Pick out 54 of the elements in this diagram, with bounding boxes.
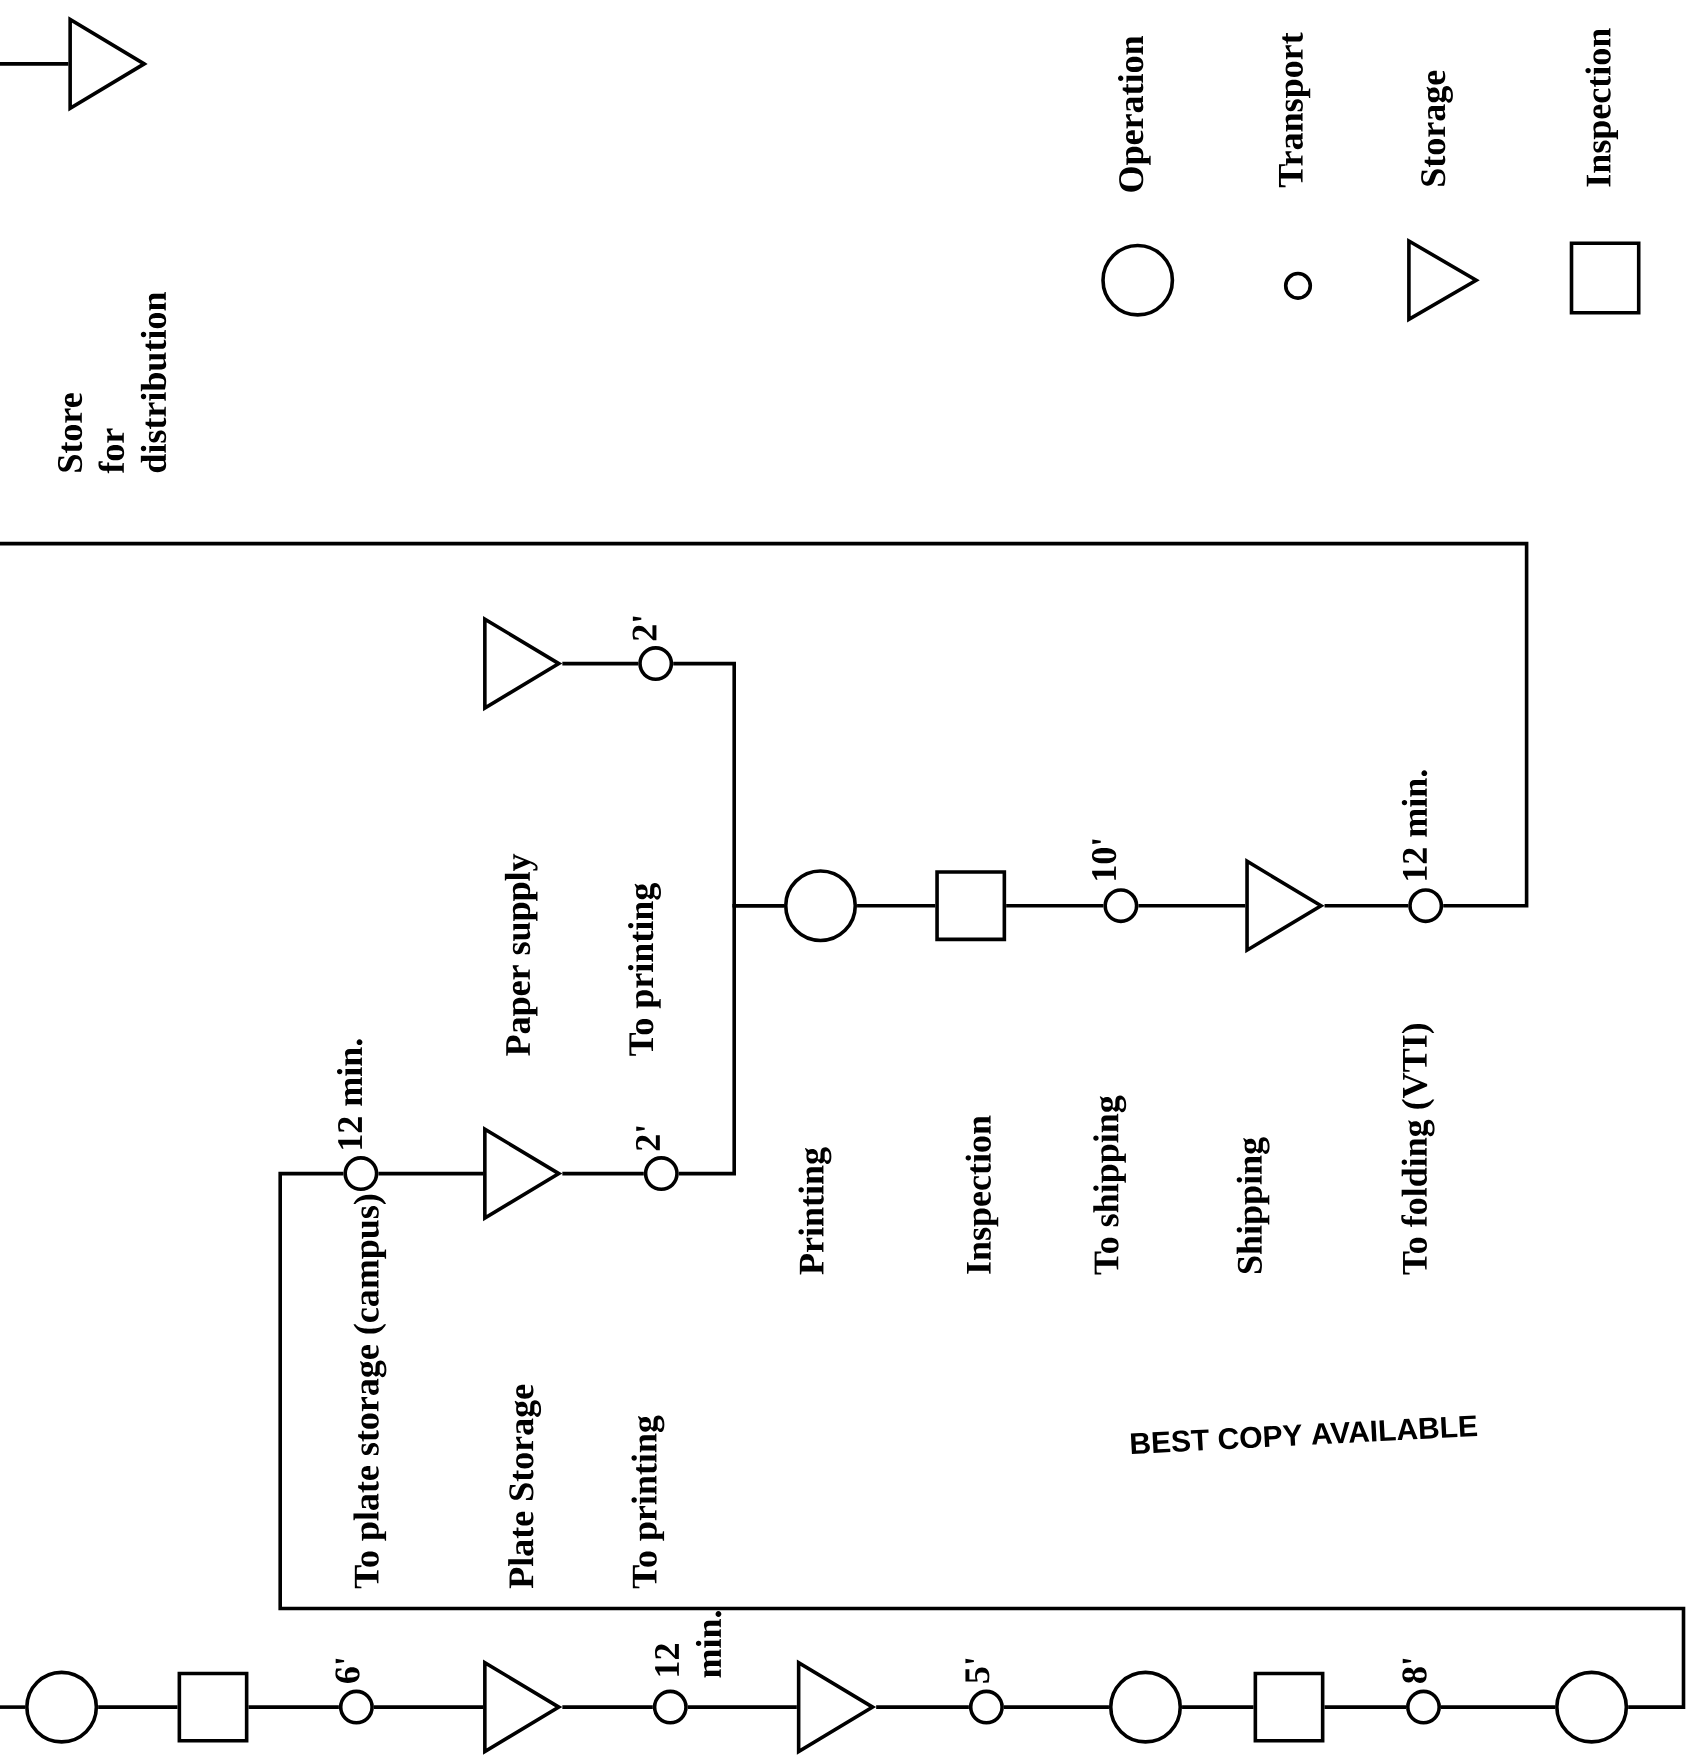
step-label: To printing (631, 1415, 665, 1589)
connector-line (857, 903, 936, 908)
connector-line (1182, 1705, 1254, 1709)
time-label: 2' (636, 1126, 660, 1151)
square-symbol (1253, 1671, 1325, 1743)
step-label: Paper supply (504, 853, 538, 1056)
step-label: Plate Storage (508, 1384, 542, 1589)
connector-line (0, 1705, 26, 1709)
time-label: 10' (1091, 839, 1117, 880)
connector-line (1441, 1705, 1556, 1709)
step-label: To shipping (1093, 1095, 1127, 1275)
legend-label: Transport (1279, 32, 1311, 188)
time-label: 2' (632, 616, 657, 641)
time-label: 12 min. (655, 1611, 722, 1678)
connector-line (687, 1705, 797, 1709)
step-label: To folding (VTI) (1401, 1023, 1435, 1275)
legend-label: Inspection (1585, 28, 1619, 187)
square-symbol (177, 1671, 249, 1743)
connector-line (0, 62, 69, 66)
connector-line (0, 541, 1529, 908)
step-label: Inspection (965, 1115, 999, 1274)
connector-line (1324, 1705, 1406, 1709)
time-label: 5' (965, 1658, 990, 1683)
time-label: 6' (335, 1658, 360, 1683)
square-symbol (935, 870, 1007, 942)
connector-line (1138, 903, 1246, 908)
connector-line (673, 661, 784, 908)
legend-label: Storage (1421, 70, 1453, 186)
connector-line (562, 1705, 653, 1709)
connector-line (373, 1705, 484, 1709)
connector-line (378, 1171, 484, 1176)
step-label: To plate storage (campus) (353, 1194, 387, 1589)
connector-line (278, 1171, 1686, 1709)
connector-line (1006, 903, 1104, 908)
circle-symbol (783, 869, 858, 943)
legend-label: Operation (1118, 35, 1151, 192)
step-label: Store for distribution (57, 292, 167, 474)
step-label: To printing (628, 883, 661, 1056)
time-label: 12 min. (336, 1039, 363, 1149)
connector-line (562, 1171, 644, 1176)
step-label: Shipping (1236, 1137, 1270, 1274)
connector-line (1324, 903, 1409, 908)
connector-line (1003, 1705, 1109, 1709)
stamp-text: BEST COPY AVAILABLE (1130, 1415, 1478, 1455)
circle-symbol (1108, 1670, 1183, 1744)
time-label: 12 min. (1401, 770, 1428, 880)
connector-line (562, 661, 639, 666)
connector-line (876, 1705, 969, 1709)
connector-line (98, 1705, 178, 1709)
step-label: Printing (798, 1147, 832, 1275)
time-label: 8' (1402, 1658, 1427, 1683)
circle-symbol (25, 1670, 99, 1744)
connector-line (248, 1705, 339, 1709)
circle-symbol (1555, 1670, 1629, 1744)
